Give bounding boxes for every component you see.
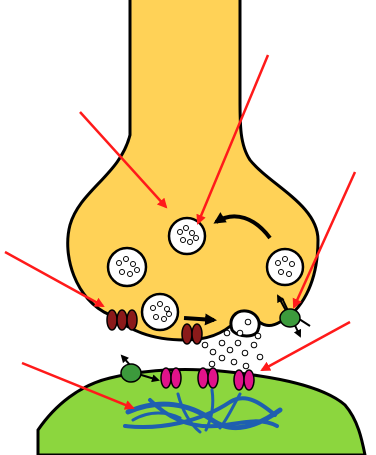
- vesicle-docking-arrow: [184, 318, 214, 320]
- vesicle: [169, 218, 205, 254]
- axon-terminal: [68, 0, 318, 340]
- reuptake-transporter-post: [121, 356, 158, 382]
- vesicle: [267, 249, 303, 285]
- pointer-arrow-receptor: [262, 322, 350, 370]
- vesicle: [108, 248, 146, 286]
- vesicle: [142, 294, 178, 330]
